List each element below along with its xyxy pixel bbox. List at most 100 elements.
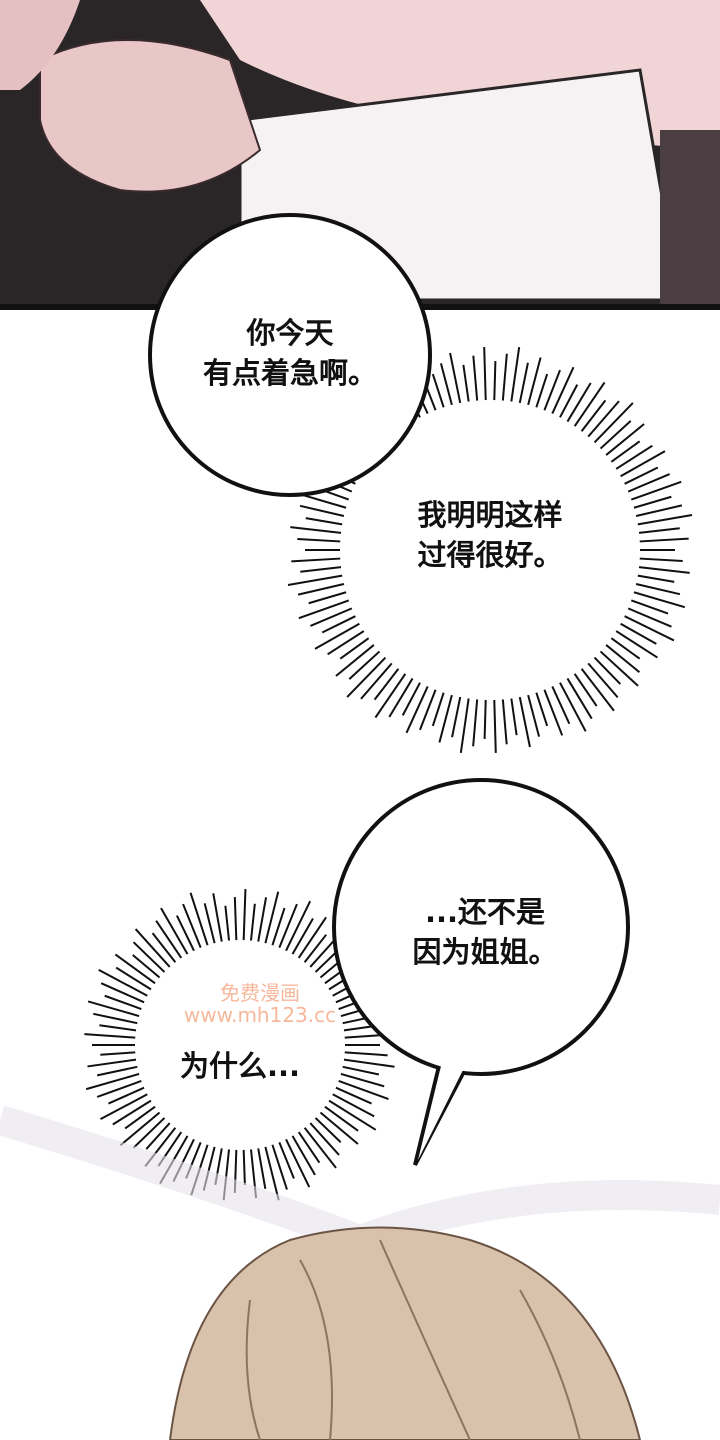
burst-line — [346, 656, 387, 698]
burst-line — [249, 903, 256, 941]
burst-line — [615, 444, 653, 470]
burst-line — [462, 364, 470, 402]
burst-bubble-2 — [84, 889, 395, 1201]
burst-line — [388, 677, 414, 718]
speech-text-2: ...还不是 因为姐姐。 — [385, 892, 585, 972]
burst-line — [373, 668, 400, 701]
burst-line — [493, 699, 497, 753]
burst-line — [551, 366, 575, 414]
burst-line — [535, 692, 549, 727]
burst-line — [543, 369, 561, 411]
burst-line — [115, 966, 152, 991]
burst-line — [587, 662, 619, 699]
burst-line — [96, 1065, 138, 1077]
text-line: 因为姐姐。 — [412, 935, 558, 969]
burst-line — [132, 1117, 166, 1149]
speech-bubble-2 — [332, 778, 630, 1166]
burst-line — [203, 903, 216, 944]
burst-line — [518, 696, 531, 748]
burst-line — [543, 689, 564, 736]
burst-line — [439, 363, 453, 406]
burst-line — [449, 352, 462, 404]
burst-line — [291, 557, 341, 563]
burst-line — [189, 892, 209, 946]
burst-line — [285, 1138, 311, 1188]
burst-line — [100, 982, 145, 1004]
burst-line — [314, 1117, 342, 1143]
burst-line — [630, 480, 682, 501]
burst-line — [419, 689, 437, 731]
burst-line — [328, 1099, 377, 1131]
burst-line — [610, 440, 641, 463]
burst-line — [638, 566, 690, 574]
burst-line — [287, 574, 343, 586]
burst-line — [84, 1033, 136, 1039]
burst-line — [85, 1072, 140, 1091]
speech-bubble-1 — [148, 213, 432, 497]
burst-line — [321, 615, 356, 634]
burst-line — [493, 361, 497, 401]
burst-line — [343, 1058, 395, 1068]
burst-text-2: 为什么... — [150, 1046, 330, 1086]
burst-line — [242, 889, 247, 941]
burst-line — [635, 583, 681, 596]
burst-line — [348, 650, 381, 680]
burst-line — [633, 495, 672, 509]
burst-line — [344, 1051, 388, 1057]
burst-line — [309, 1122, 340, 1156]
burst-line — [114, 953, 156, 985]
burst-line — [175, 915, 195, 952]
text-line: 过得很好。 — [417, 538, 563, 572]
burst-line — [87, 1058, 137, 1068]
burst-line — [580, 399, 607, 432]
burst-line — [160, 907, 189, 955]
burst-line — [309, 607, 353, 627]
burst-line — [624, 466, 659, 485]
burst-line — [637, 574, 675, 583]
burst-line — [303, 1127, 337, 1169]
watermark-line: 免费漫画 — [220, 981, 300, 1005]
burst-line — [87, 1000, 140, 1018]
burst-line — [438, 694, 453, 743]
burst-line — [100, 1093, 148, 1121]
burst-line — [566, 382, 592, 423]
burst-line — [297, 583, 345, 596]
burst-line — [212, 893, 223, 942]
burst-line — [518, 362, 529, 404]
burst-line — [459, 698, 470, 754]
burst-line — [297, 537, 341, 543]
burst-line — [291, 918, 314, 955]
burst-line — [145, 1122, 171, 1150]
burst-line — [599, 650, 639, 687]
burst-line — [324, 1105, 359, 1132]
burst-line — [620, 622, 657, 645]
burst-line — [527, 694, 541, 737]
burst-line — [291, 1135, 316, 1176]
burst-line — [451, 696, 462, 738]
burst-line — [271, 1144, 288, 1190]
burst-line — [99, 1024, 137, 1032]
burst-line — [104, 994, 142, 1011]
burst-line — [401, 682, 421, 716]
burst-line — [605, 644, 641, 673]
burst-line — [314, 622, 360, 650]
burst-line — [332, 1093, 375, 1118]
burst-line — [639, 537, 689, 543]
burst-line — [633, 591, 686, 609]
burst-line — [257, 1148, 267, 1189]
burst-line — [637, 514, 693, 526]
burst-line — [620, 450, 666, 478]
text-line: 为什么... — [179, 1049, 301, 1083]
burst-line — [340, 1072, 385, 1088]
burst-line — [342, 1065, 380, 1076]
burst-line — [599, 420, 632, 450]
burst-line — [483, 347, 487, 401]
burst-line — [510, 346, 521, 402]
burst-line — [112, 1099, 152, 1126]
burst-line — [580, 668, 615, 712]
text-line: 有点着急啊。 — [202, 356, 377, 390]
burst-line — [119, 1111, 161, 1147]
burst-line — [472, 355, 479, 401]
burst-line — [93, 1012, 138, 1025]
burst-line — [630, 599, 669, 615]
